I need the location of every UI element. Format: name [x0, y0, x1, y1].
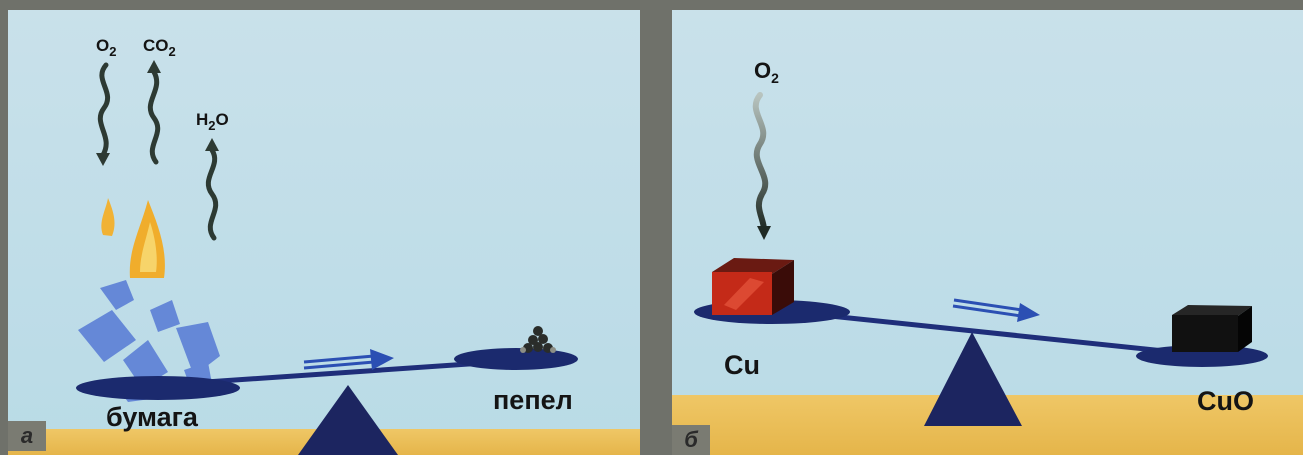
tilt-arrow-shaft: [303, 354, 375, 364]
copper-oxide-label: CuO: [1197, 386, 1254, 416]
panel-b-drawing: [694, 92, 1268, 426]
tilt-arrow-shaft: [953, 298, 1023, 312]
copper-block: [712, 258, 794, 315]
co2-arrowhead: [147, 60, 161, 73]
balance-beam: [791, 309, 1213, 359]
co2-label: CO2: [143, 36, 176, 59]
tilt-arrowhead: [1017, 303, 1040, 322]
fulcrum: [924, 332, 1022, 426]
panel-a-drawing: [76, 60, 578, 455]
paper-label: бумага: [106, 402, 198, 432]
right-pan: [454, 348, 578, 370]
panel-a-tag: а: [8, 421, 46, 451]
h2o-arrowhead: [205, 138, 219, 151]
fulcrum: [298, 385, 398, 455]
flame-center-core: [140, 222, 157, 272]
h2o-wavy-arrow-up: [205, 147, 219, 241]
co2-wavy-arrow-up: [147, 69, 161, 165]
ash-label: пепел: [493, 385, 573, 415]
o2-label: O2: [754, 58, 779, 86]
left-pan: [76, 376, 240, 400]
o2-label: O2: [96, 36, 117, 59]
panel-b-tag: б: [672, 425, 710, 455]
o2-arrowhead: [96, 153, 110, 166]
tilt-arrowhead: [370, 349, 394, 370]
o2-wavy-arrow-down: [752, 92, 769, 233]
o2-arrowhead: [757, 226, 771, 240]
copper-oxide-block: [1172, 305, 1252, 352]
panel-paper-burning: O2 CO2 H2O бумага пепел а: [8, 10, 640, 455]
flame-left: [101, 198, 115, 236]
ash-pile: [520, 326, 556, 353]
h2o-label: H2O: [196, 110, 229, 133]
copper-label: Cu: [724, 350, 760, 380]
panel-copper-oxidation: O2 Cu CuO б: [672, 10, 1303, 455]
o2-wavy-arrow-down: [97, 62, 111, 158]
